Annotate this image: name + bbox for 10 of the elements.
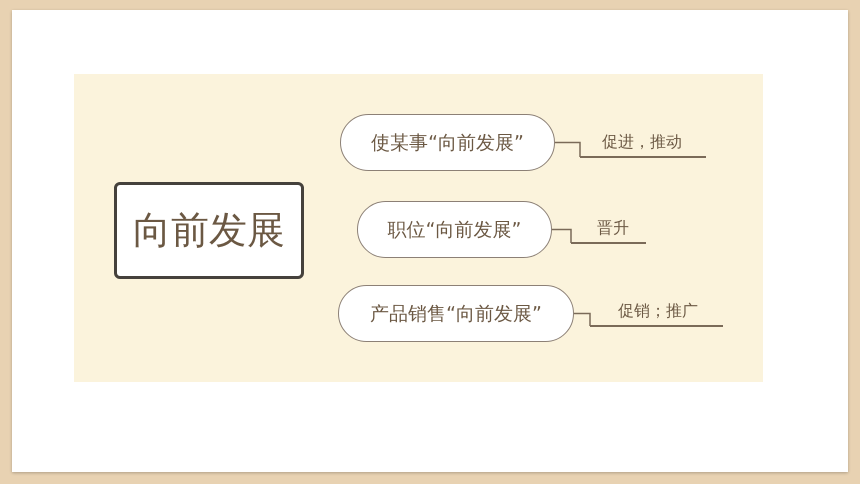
subtopic-label: 晋升 xyxy=(571,217,646,244)
subtopic-label: 促销；推广 xyxy=(590,300,723,327)
subtopic-label: 促进，推动 xyxy=(580,131,706,158)
topic-pill: 产品销售“向前发展” xyxy=(338,285,574,342)
connector-line xyxy=(552,228,572,243)
connector-line xyxy=(574,312,591,326)
topic-pill: 职位“向前发展” xyxy=(357,201,552,258)
connector-line xyxy=(555,142,581,157)
topic-pill: 使某事“向前发展” xyxy=(340,114,555,171)
central-topic-box: 向前发展 xyxy=(114,182,304,279)
